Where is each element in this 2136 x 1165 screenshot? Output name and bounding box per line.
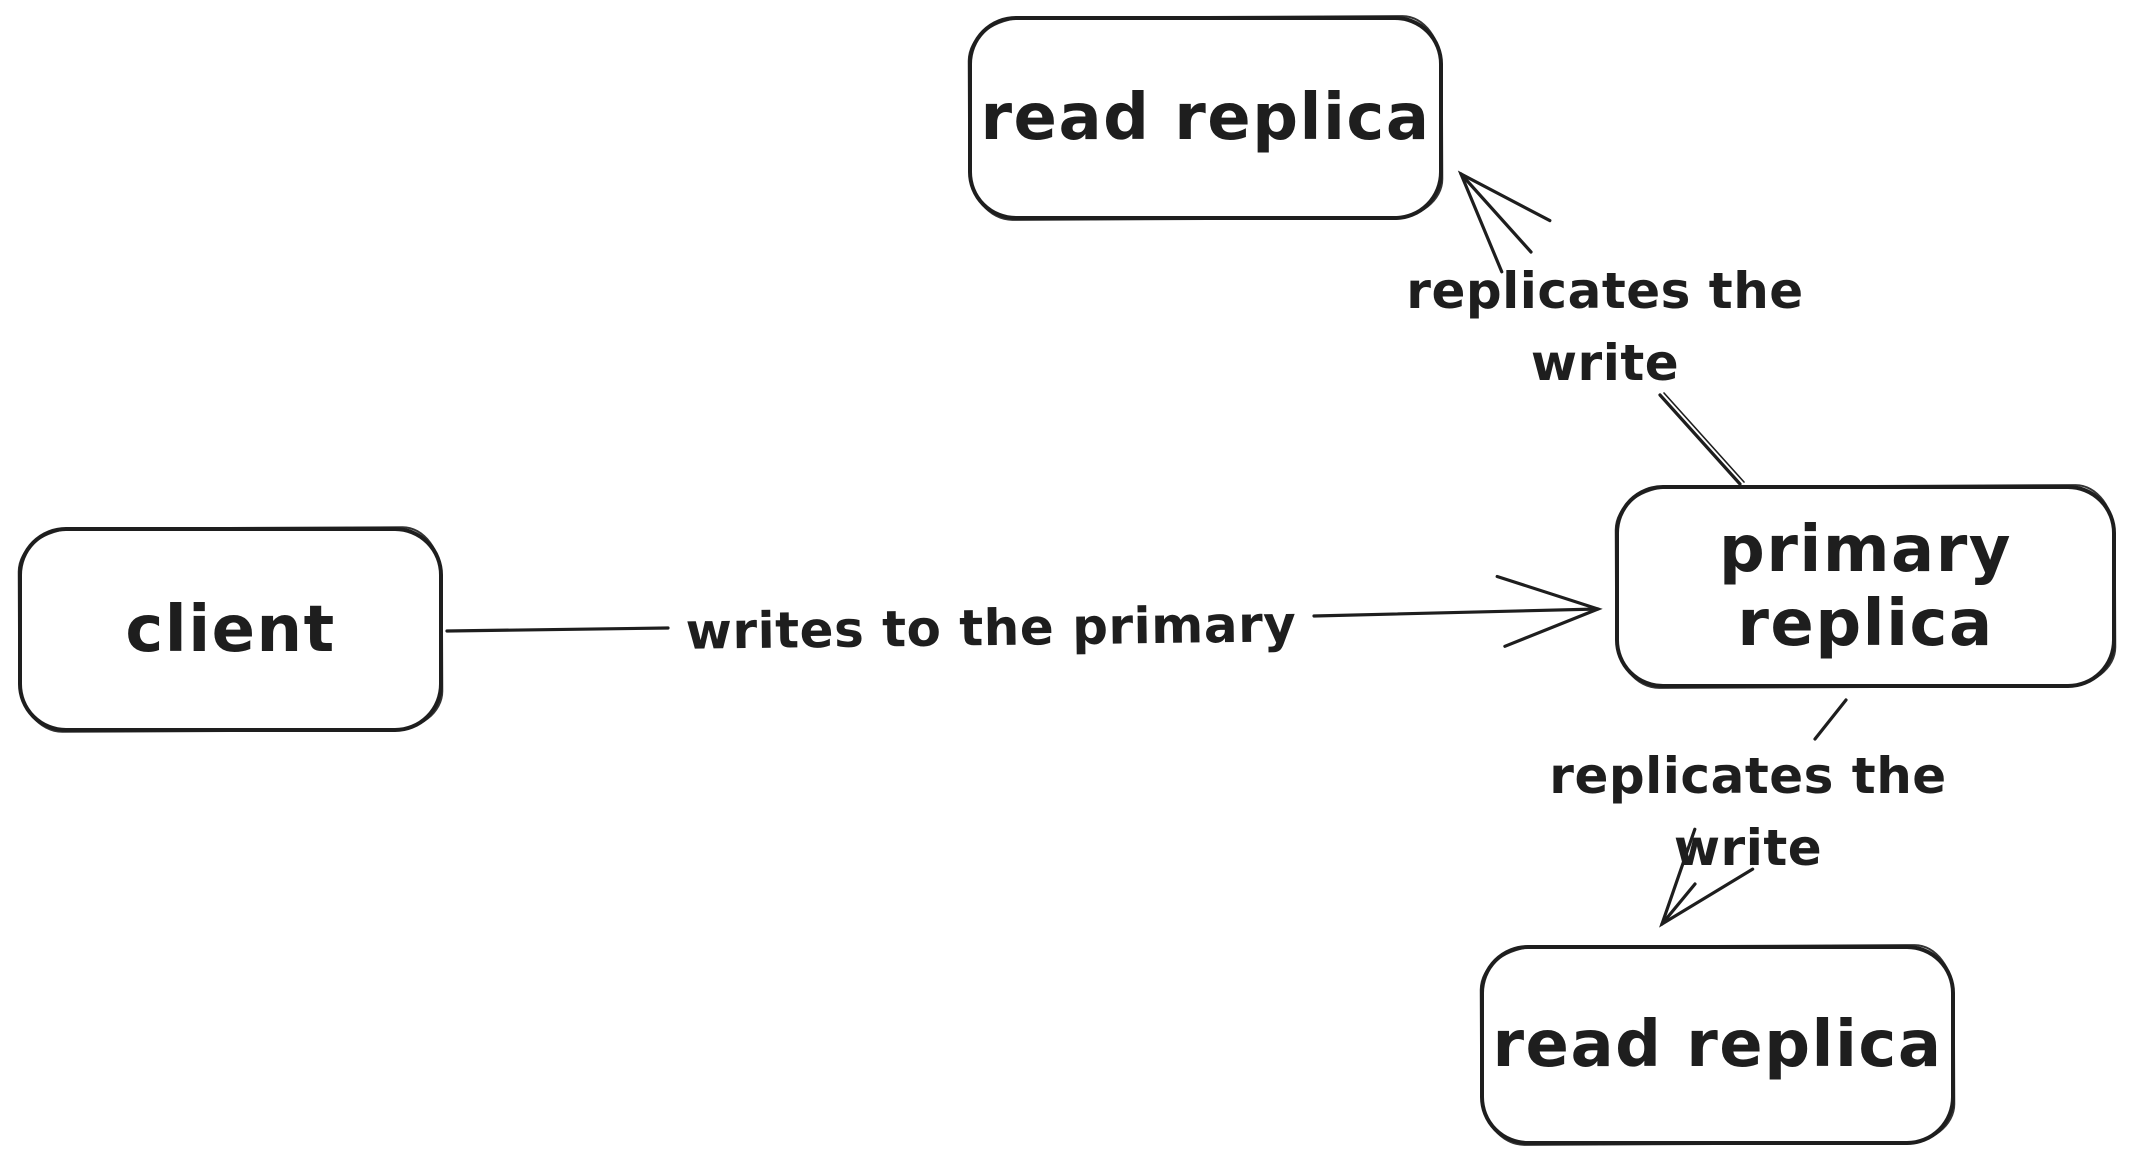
node-label: read replica xyxy=(980,81,1431,155)
node-label: client xyxy=(125,592,336,667)
arrow-segment xyxy=(445,626,670,633)
node-read-replica-top[interactable]: read replica xyxy=(968,16,1443,220)
arrow-segment xyxy=(1659,827,1755,928)
arrow-segment xyxy=(1813,698,1848,741)
edge-label-replicates-write-bottom[interactable]: replicates the write xyxy=(1549,747,1947,877)
edge-label-replicates-write-top[interactable]: replicates the write xyxy=(1406,262,1804,392)
edge-label-writes-to-primary[interactable]: writes to the primary xyxy=(685,595,1297,661)
arrow-segment xyxy=(1663,392,1745,483)
node-primary-replica[interactable]: primary replica xyxy=(1615,485,2116,688)
arrow-segment xyxy=(1312,574,1603,648)
node-label: read replica xyxy=(1492,1008,1943,1082)
arrow-segment xyxy=(1457,170,1552,274)
arrow-segment xyxy=(1658,393,1742,486)
node-label: primary replica xyxy=(1719,512,2012,661)
node-client[interactable]: client xyxy=(18,527,443,732)
node-read-replica-bottom[interactable]: read replica xyxy=(1480,945,1955,1145)
